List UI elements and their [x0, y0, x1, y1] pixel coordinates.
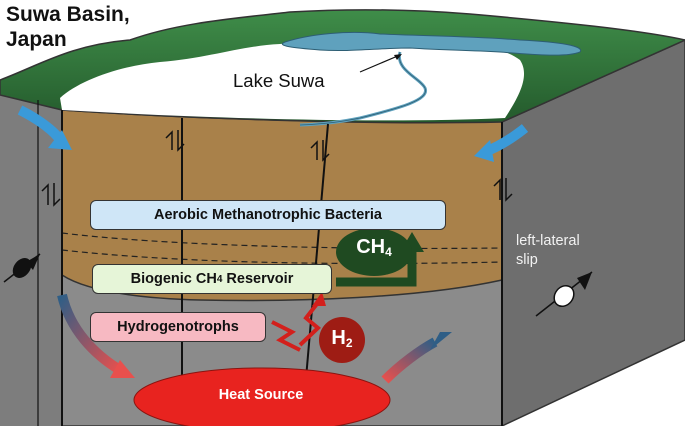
reservoir-label-prefix: Biogenic CH: [130, 271, 217, 287]
slip-marker-left: [3, 253, 41, 283]
aerobic-bacteria-box: Aerobic Methanotrophic Bacteria: [90, 200, 446, 230]
h2-label-sub: 2: [345, 336, 353, 350]
fluid-arrow-up: [381, 337, 438, 384]
horizon-line-2: [61, 249, 503, 265]
fluid-arrow-down-head: [110, 360, 135, 378]
slip-arrow-pair-2: [310, 140, 330, 162]
heat-source: [133, 367, 391, 426]
h2-label-base: H: [331, 327, 346, 349]
reservoir-label-suffix: Reservoir: [222, 271, 294, 287]
left-lateral-slip-label: left-lateral slip: [516, 232, 580, 270]
basin-plain: [60, 39, 525, 121]
aerobic-bacteria-label: Aerobic Methanotrophic Bacteria: [153, 207, 382, 223]
ch4-label: CH4: [336, 236, 412, 259]
river-outline: [299, 51, 426, 126]
ch4-badge: [336, 228, 412, 276]
h2-zigzag-2: [298, 298, 322, 347]
ch4-upflow-arrow: [336, 248, 417, 287]
lake-pointer-head: [394, 54, 402, 60]
lake-pointer: [359, 54, 401, 73]
slip-arrow-pair-1: [165, 130, 185, 152]
h2-zigzag-2-head: [312, 292, 326, 306]
reservoir-label-sub: 4: [216, 273, 223, 285]
hydrogenotrophs-label: Hydrogenotrophs: [117, 319, 239, 335]
lake-suwa-water: [282, 31, 582, 56]
ch4-label-base: CH: [356, 236, 386, 258]
lake-suwa-label: Lake Suwa: [233, 70, 325, 91]
title-line-2: Japan: [6, 28, 67, 51]
fluid-arrow-up-head: [430, 332, 452, 350]
title-line-1: Suwa Basin,: [6, 3, 130, 26]
horizon-line-1: [61, 232, 503, 250]
fault-line-3: [304, 123, 329, 391]
slip-marker-right: [535, 271, 593, 317]
heat-source-label: Heat Source: [218, 387, 304, 403]
diagram-title: Suwa Basin, Japan: [6, 2, 130, 52]
h2-badge: [319, 317, 365, 363]
h2-label: H2: [319, 327, 365, 350]
inflow-arrow-left-head: [48, 130, 72, 150]
h2-zigzag-1: [271, 320, 301, 352]
slip-label-line-1: left-lateral: [516, 233, 580, 249]
slip-arrow-pair-3: [41, 183, 61, 207]
fluid-arrow-down: [57, 293, 123, 375]
slip-arrow-pair-4: [493, 178, 513, 202]
slip-label-line-2: slip: [516, 252, 538, 268]
hydrogenotrophs-box: Hydrogenotrophs: [90, 312, 266, 342]
ch4-label-sub: 4: [385, 245, 392, 259]
inflow-arrow-right-head: [474, 140, 494, 162]
